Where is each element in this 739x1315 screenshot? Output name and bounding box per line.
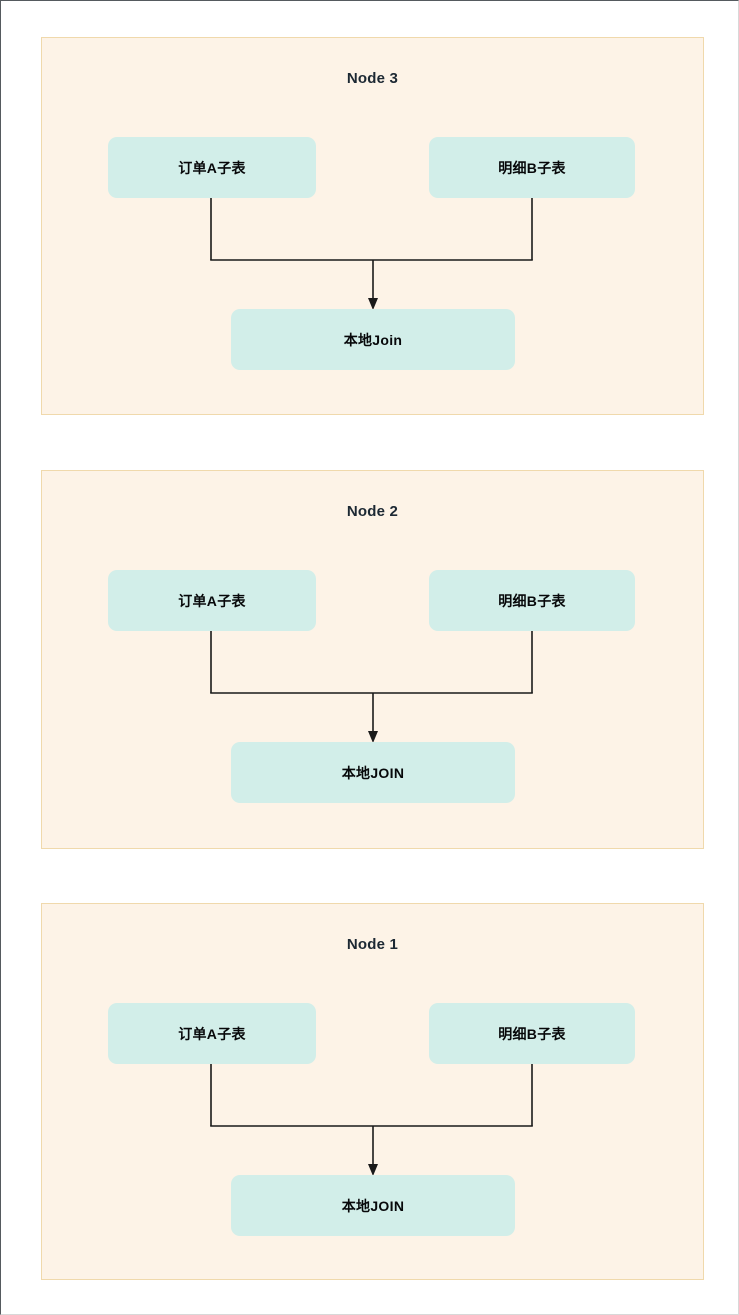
node-box-local-join-label-2: 本地JOIN [341,764,405,781]
node-box-local-join-3[interactable]: 本地Join [231,309,515,370]
panel-title-node-3: Node 3 [346,70,399,87]
node-box-left-table-label-2: 订单A子表 [178,592,246,609]
node-box-left-table-1[interactable]: 订单A子表 [108,1003,316,1064]
node-box-local-join-label-3: 本地Join [343,331,403,348]
node-box-right-table-label-1: 明细B子表 [498,1025,566,1042]
node-box-left-table-2[interactable]: 订单A子表 [108,570,316,631]
node-panel-2: Node 2 订单A子表 明细B子表 本地JOIN [41,470,704,849]
node-box-right-table-1[interactable]: 明细B子表 [429,1003,635,1064]
node-box-right-table-2[interactable]: 明细B子表 [429,570,635,631]
node-panel-3: Node 3 订单A子表 明细B子表 本地Join [41,37,704,415]
panel-title-node-1: Node 1 [346,936,399,953]
node-box-local-join-label-1: 本地JOIN [341,1197,405,1214]
node-box-right-table-label-2: 明细B子表 [498,592,566,609]
node-panel-1: Node 1 订单A子表 明细B子表 本地JOIN [41,903,704,1280]
node-box-right-table-label-3: 明细B子表 [498,159,566,176]
node-box-right-table-3[interactable]: 明细B子表 [429,137,635,198]
node-box-local-join-2[interactable]: 本地JOIN [231,742,515,803]
node-box-left-table-label-3: 订单A子表 [178,159,246,176]
node-box-local-join-1[interactable]: 本地JOIN [231,1175,515,1236]
node-box-left-table-label-1: 订单A子表 [178,1025,246,1042]
panel-title-node-2: Node 2 [346,503,399,520]
node-box-left-table-3[interactable]: 订单A子表 [108,137,316,198]
